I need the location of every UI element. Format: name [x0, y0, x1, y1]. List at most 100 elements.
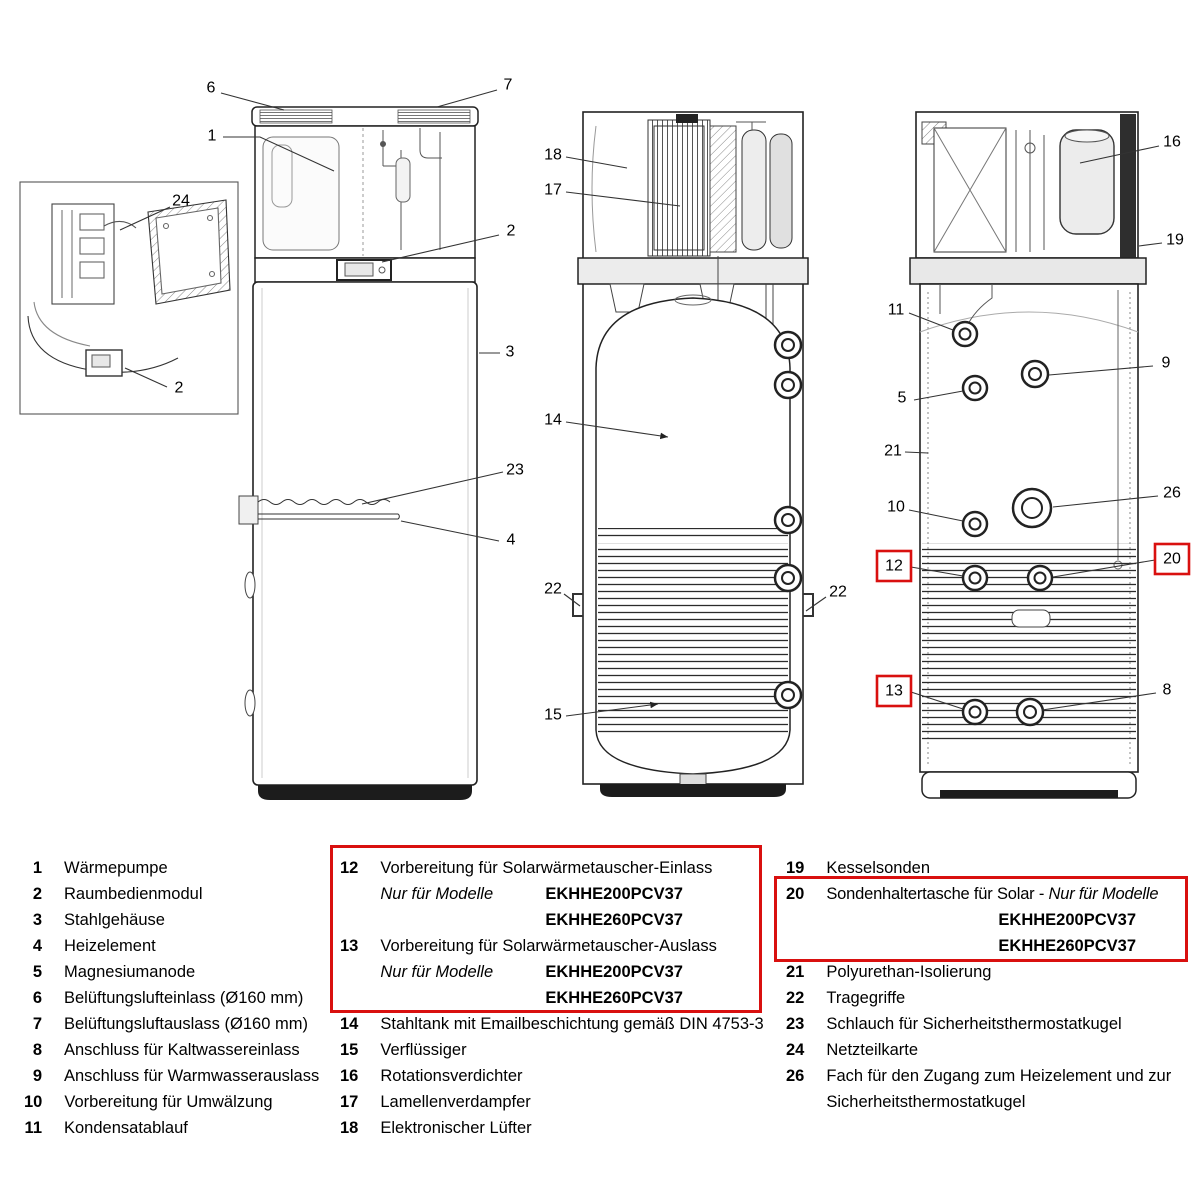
callout-number-2: 2 — [175, 380, 184, 397]
section-view — [572, 111, 814, 797]
port-26-access-compartment — [1011, 487, 1053, 529]
exploded-views-drawing: 24 2 6 7 1 2 3 23 — [19, 77, 1191, 800]
legend-number: 10 — [24, 1093, 43, 1111]
rotary-compressor — [736, 121, 793, 251]
callout-17: 17 — [544, 182, 681, 207]
legend-text: Raumbedienmodul — [64, 885, 203, 903]
section-base — [600, 784, 786, 797]
callout-19: 19 — [1138, 232, 1184, 249]
legend-number: 24 — [786, 1041, 805, 1059]
legend-number: 18 — [340, 1119, 359, 1137]
model-code: EKHHE200PCV37 — [998, 911, 1136, 929]
legend-item-20: 20 Sondenhaltertasche für Solar - Nur fü… — [786, 881, 1192, 959]
callout-18: 18 — [544, 147, 628, 169]
legend-number: 6 — [32, 989, 42, 1007]
model-code: EKHHE260PCV37 — [545, 911, 683, 929]
legend-number: 9 — [32, 1067, 42, 1085]
models-note-spacer — [380, 985, 545, 1011]
callout-number-6: 6 — [207, 80, 216, 97]
callout-24: 24 — [119, 193, 190, 231]
callout-number-2: 2 — [507, 223, 516, 240]
condenser-coil — [598, 528, 788, 735]
side-ports-profile — [773, 330, 803, 710]
callout-number-4: 4 — [507, 532, 516, 549]
highlight-frame-item-20 — [774, 876, 1188, 962]
legend-item-12-content: Vorbereitung für Solarwärmetauscher-Einl… — [380, 855, 774, 933]
front-heat-pump-compartment — [254, 125, 476, 259]
callout-number-13: 13 — [885, 683, 903, 700]
models-note: Nur für Modelle — [380, 885, 494, 903]
callout-21: 21 — [884, 443, 929, 460]
model-code: EKHHE260PCV37 — [998, 937, 1136, 955]
callout-7: 7 — [436, 77, 513, 108]
callout-12-highlighted: 12 — [875, 549, 964, 583]
callout-number-16: 16 — [1163, 134, 1181, 151]
legend-text: Polyurethan-Isolierung — [826, 963, 992, 981]
legend-text: Lamellenverdampfer — [380, 1093, 531, 1111]
legend-item-15: 15 Verflüssiger — [340, 1037, 774, 1063]
legend-text: Stahlgehäuse — [64, 911, 165, 929]
port-20-solar-probe-pocket — [1026, 564, 1054, 592]
rear-base — [921, 771, 1137, 799]
callout-26: 26 — [1052, 485, 1181, 508]
rear-panel — [1120, 114, 1136, 258]
legend-number: 1 — [32, 859, 42, 877]
model-code: EKHHE260PCV37 — [545, 989, 683, 1007]
highlight-box-12 — [875, 549, 913, 583]
callout-number-11: 11 — [888, 302, 905, 319]
legend-number: 12 — [340, 859, 359, 877]
callout-5: 5 — [898, 390, 964, 407]
callout-number-23: 23 — [506, 462, 524, 479]
legend-text: Belüftungsluftauslass (Ø160 mm) — [64, 1015, 308, 1033]
legend-item-19: 19 Kesselsonden — [786, 855, 1192, 881]
legend-item-13: 13 Vorbereitung für Solarwärmetauscher-A… — [340, 933, 774, 1011]
port-8-cold-water-inlet — [1015, 697, 1045, 727]
legend-text: Kesselsonden — [826, 859, 931, 877]
callout-16: 16 — [1079, 134, 1181, 164]
room-control-module — [254, 257, 476, 283]
electronic-fan — [647, 114, 711, 257]
callout-number-7: 7 — [504, 77, 513, 94]
legend-number: 17 — [340, 1093, 359, 1111]
fan-housing — [933, 127, 1007, 253]
heating-element-rod — [258, 513, 400, 520]
callout-number-14: 14 — [544, 412, 562, 429]
front-view — [238, 106, 479, 800]
callout-23: 23 — [361, 462, 524, 505]
callout-2-inset: 2 — [124, 367, 184, 397]
legend-text: Heizelement — [64, 937, 156, 955]
callout-number-18: 18 — [544, 147, 562, 164]
legend-text: Verflüssiger — [380, 1041, 467, 1059]
legend-number: 14 — [340, 1015, 359, 1033]
side-handle-recess — [244, 571, 256, 599]
legend-text: Belüftungslufteinlass (Ø160 mm) — [64, 989, 304, 1007]
legend-number: 15 — [340, 1041, 359, 1059]
callout-9: 9 — [1048, 355, 1171, 376]
legend-number: 16 — [340, 1067, 359, 1085]
legend-number: 5 — [32, 963, 42, 981]
callout-22-left: 22 — [544, 581, 581, 607]
legend-number: 19 — [786, 859, 805, 877]
highlight-frame-items-12-13 — [330, 845, 762, 1013]
callout-15: 15 — [544, 701, 659, 724]
compressor — [1059, 129, 1115, 235]
callout-number-19: 19 — [1166, 232, 1184, 249]
callout-number-22: 22 — [829, 584, 847, 601]
rear-shelf — [909, 257, 1147, 285]
legend-text: Stahltank mit Emailbeschichtung gemäß DI… — [380, 1015, 764, 1033]
legend-item-12: 12 Vorbereitung für Solarwärmetauscher-E… — [340, 855, 774, 933]
models-note: Nur für Modelle — [1048, 885, 1159, 903]
legend-text: Elektronischer Lüfter — [380, 1119, 532, 1137]
port-11-condensate-drain — [951, 320, 979, 348]
insulation-shelf — [577, 257, 809, 285]
